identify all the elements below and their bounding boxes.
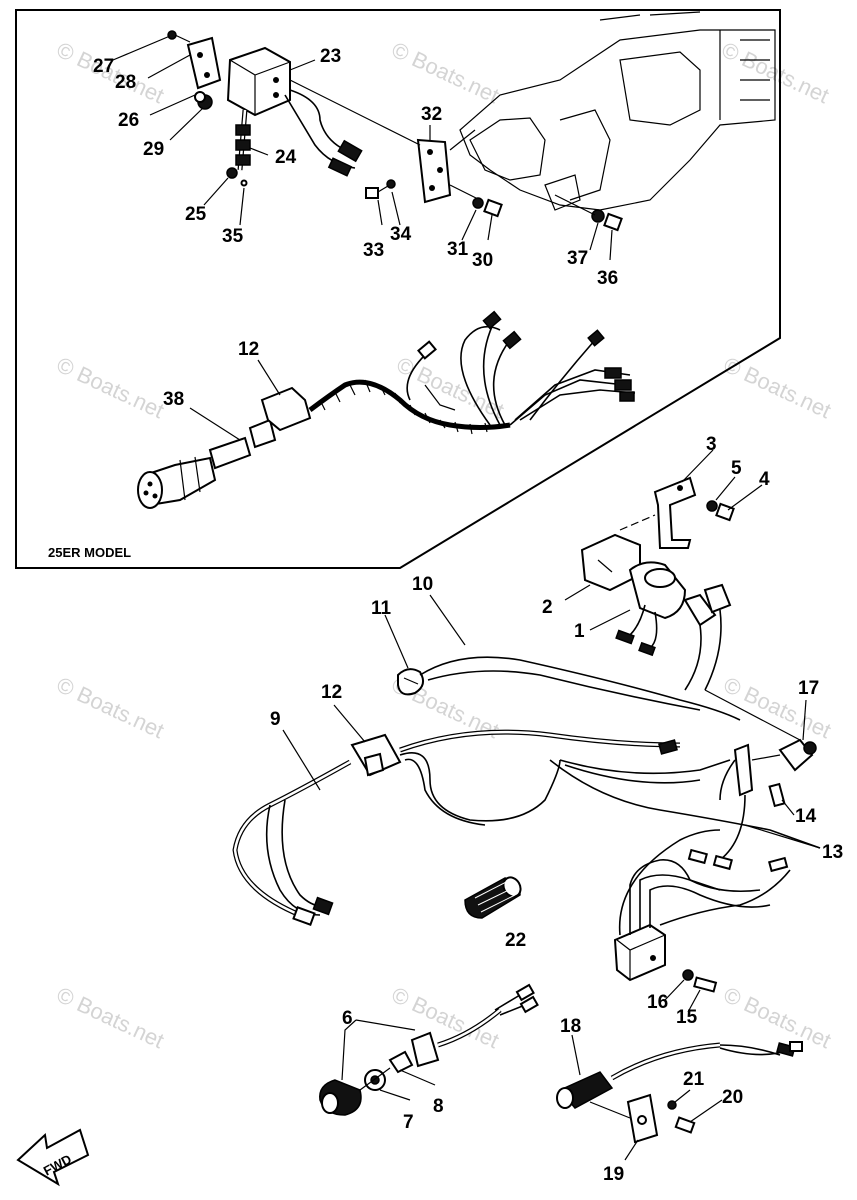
watermark: © Boats.net <box>720 352 835 423</box>
grommet-22 <box>464 876 522 919</box>
callout-22: 22 <box>505 930 526 951</box>
callout-28: 28 <box>115 72 136 93</box>
callout-33: 33 <box>363 240 384 261</box>
callout-10: 10 <box>412 574 433 595</box>
callout-31: 31 <box>447 239 469 260</box>
callout-6: 6 <box>342 1008 353 1029</box>
callout-30: 30 <box>472 250 493 271</box>
callout-24: 24 <box>275 147 297 168</box>
callouts: 27 28 23 26 29 24 25 35 32 33 34 31 30 3… <box>93 46 843 1185</box>
callout-13: 13 <box>822 842 843 863</box>
watermark: © Boats.net <box>53 352 168 423</box>
callout-27: 27 <box>93 56 114 77</box>
plug-cap <box>226 167 238 179</box>
starter-relay <box>580 533 732 691</box>
coil-bracket <box>167 30 222 110</box>
callout-19: 19 <box>603 1164 624 1185</box>
fuse-holder <box>719 738 817 861</box>
battery-cable <box>397 656 801 741</box>
ignition-coil <box>226 46 363 177</box>
plate-32 <box>289 79 481 204</box>
inset-harness <box>137 310 636 509</box>
callout-25: 25 <box>185 204 207 225</box>
inset-border <box>15 9 781 569</box>
callout-7: 7 <box>403 1112 414 1133</box>
washer-37 <box>591 209 605 223</box>
callout-11: 11 <box>371 598 392 619</box>
bracket-3 <box>619 476 735 549</box>
watermark: © Boats.net <box>720 982 835 1053</box>
callout-23: 23 <box>320 46 341 67</box>
main-harness <box>232 729 821 926</box>
callout-18: 18 <box>560 1016 581 1037</box>
engine-outline <box>459 11 776 211</box>
callout-32: 32 <box>421 104 442 125</box>
callout-2: 2 <box>542 597 553 618</box>
callout-12-inset: 12 <box>238 339 259 360</box>
watermark: © Boats.net <box>53 982 168 1053</box>
callout-4: 4 <box>759 469 770 490</box>
callout-20: 20 <box>722 1087 743 1108</box>
washer-31 <box>472 197 484 209</box>
screw-33 <box>365 187 379 199</box>
callout-29: 29 <box>143 139 164 160</box>
callout-15: 15 <box>676 1007 698 1028</box>
callout-9: 9 <box>270 709 281 730</box>
watermark: © Boats.net <box>53 672 168 743</box>
callout-38: 38 <box>163 389 184 410</box>
callout-37: 37 <box>567 248 588 269</box>
neutral-switch <box>556 1041 803 1144</box>
callout-12: 12 <box>321 682 342 703</box>
rectifier <box>613 824 821 993</box>
callout-1: 1 <box>574 621 585 642</box>
callout-17: 17 <box>798 678 819 699</box>
callout-14: 14 <box>795 806 817 827</box>
callout-5: 5 <box>731 458 742 479</box>
leader-lines <box>112 35 807 1161</box>
fwd-arrow-icon: FWD <box>16 1128 90 1187</box>
callout-35: 35 <box>222 226 244 247</box>
watermark: © Boats.net <box>393 352 508 423</box>
callout-3: 3 <box>706 434 717 455</box>
callout-21: 21 <box>683 1069 705 1090</box>
kill-switch <box>319 983 539 1116</box>
model-label: 25ER MODEL <box>48 545 131 560</box>
watermark: © Boats.net <box>388 37 503 108</box>
callout-34: 34 <box>390 224 412 245</box>
callout-8: 8 <box>433 1096 444 1117</box>
callout-26: 26 <box>118 110 139 131</box>
callout-16: 16 <box>647 992 668 1013</box>
callout-36: 36 <box>597 268 618 289</box>
